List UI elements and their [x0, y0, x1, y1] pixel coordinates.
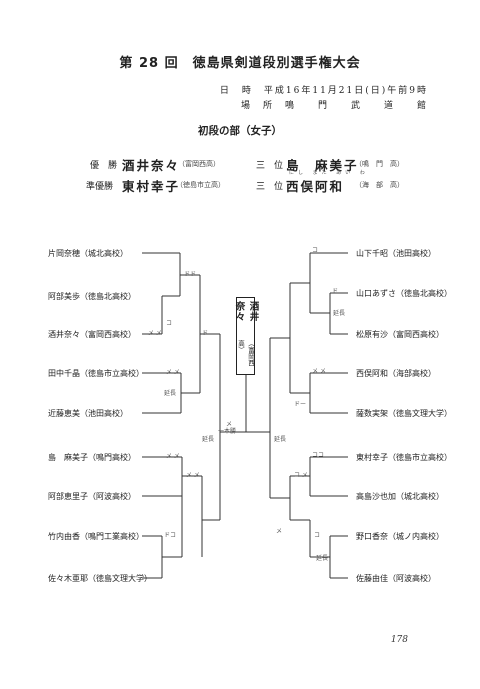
left-player-9: 佐々木亜耶（徳島文理大学）	[48, 574, 152, 583]
left-player-7: 阿部恵里子（阿波高校）	[48, 492, 136, 501]
third-place-a-school: （鳴 門 高）	[355, 160, 404, 168]
bracket-note: コ	[314, 532, 321, 539]
bracket-note: 延長	[333, 310, 346, 317]
winner-school: （富岡西高）	[178, 160, 220, 168]
bracket-note: メ メ	[148, 330, 162, 337]
bracket-note: メ メ	[186, 472, 200, 479]
bracket-note: メ	[276, 528, 283, 535]
left-player-3: 酒井奈々（富岡西高校）	[48, 330, 136, 339]
bracket-lines-right	[245, 252, 348, 579]
page-number: 178	[390, 635, 408, 645]
bracket-note: 延長	[316, 555, 329, 562]
bracket-note: ド	[332, 288, 339, 295]
left-player-8: 竹内由香（鳴門工業高校）	[48, 532, 144, 541]
third-place-b-ruby: にし また あい わ	[289, 170, 369, 176]
left-player-1: 片岡奈穂（城北高校）	[48, 249, 128, 258]
event-datetime: 日 時 平成16年11月21日(日)午前9時	[219, 86, 428, 96]
third-place-a-name: 島 麻美子	[286, 158, 359, 173]
runner-up-label: 準優勝	[86, 182, 114, 192]
bracket-note: ドド	[184, 271, 197, 278]
bracket-note: ココ	[312, 452, 325, 459]
bracket-note: メ	[226, 421, 233, 428]
right-player-9: 佐藤由佳（阿波高校）	[356, 574, 436, 583]
third-place-b-label: 三 位	[256, 182, 284, 192]
page-title: 第 28 回 徳島県剣道段別選手権大会	[119, 56, 361, 71]
winner-label: 優 勝	[90, 161, 118, 171]
bracket-lines-left	[142, 252, 246, 579]
left-player-6: 島 麻美子（鳴門高校）	[48, 453, 136, 462]
bracket-note: メ メ	[312, 368, 326, 375]
event-venue: 場 所 鳴 門 武 道 館	[240, 101, 428, 111]
left-player-2: 阿部美歩（徳島北高校）	[48, 292, 136, 301]
bracket-note: コ	[312, 247, 319, 254]
bracket-note: ドコ	[164, 532, 177, 539]
third-place-a-label: 三 位	[256, 161, 284, 171]
bracket-note: 延長	[164, 390, 177, 397]
bracket-note: 延長	[274, 436, 287, 443]
runner-up-school: （徳島市立高）	[176, 181, 225, 189]
right-player-1: 山下千昭（池田高校）	[356, 249, 436, 258]
bracket-note: コ	[166, 320, 173, 327]
champion-school: （富岡西高）	[236, 339, 255, 366]
right-player-5: 薩数実架（徳島文理大学）	[356, 409, 452, 418]
bracket-note: ド	[202, 330, 209, 337]
right-player-4: 西俣阿和（海部高校）	[356, 369, 436, 378]
bracket-note: メ メ	[166, 453, 180, 460]
champion-name: 酒井奈々	[233, 301, 259, 322]
runner-up-name: 東村幸子	[122, 179, 181, 194]
left-player-4: 田中千晶（徳島市立高校）	[48, 369, 144, 378]
bracket-note: メ メ	[166, 369, 180, 376]
bracket-note: コ メ	[294, 472, 308, 479]
bracket-note-center: 一本勝	[218, 428, 237, 435]
section-title: 初段の部（女子）	[198, 125, 282, 137]
third-place-b-name: 西俣阿和	[286, 179, 345, 194]
bracket-note: 延長	[202, 436, 215, 443]
right-player-2: 山口あずさ（徳島北高校）	[356, 289, 452, 298]
right-player-6: 東村幸子（徳島市立高校）	[356, 453, 452, 462]
bracket-note: ドー	[294, 401, 307, 408]
right-player-7: 高島沙也加（城北高校）	[356, 492, 444, 501]
champion-box: 酒井奈々 （富岡西高）	[234, 297, 259, 375]
third-place-b-school: （海 部 高）	[355, 181, 404, 189]
winner-name: 酒井奈々	[122, 158, 181, 173]
right-player-8: 野口香奈（城ノ内高校）	[356, 532, 444, 541]
left-player-5: 近藤恵美（池田高校）	[48, 409, 128, 418]
right-player-3: 松原有沙（富岡西高校）	[356, 330, 444, 339]
